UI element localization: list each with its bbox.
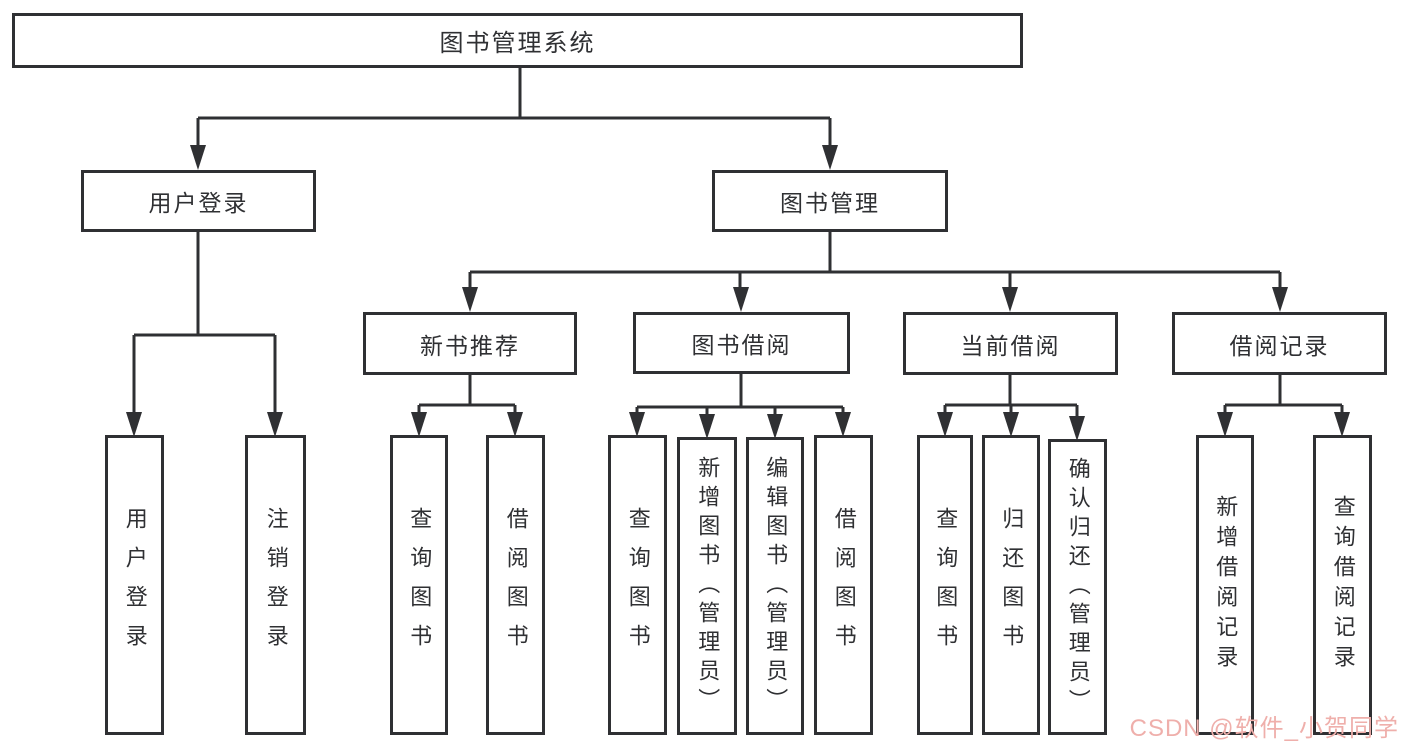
leaf-records-query-record-label: 查询借阅记录 xyxy=(1330,495,1356,675)
csdn-watermark: CSDN @软件_小贺同学 xyxy=(1129,715,1399,742)
leaf-rec-borrow-books-label: 借阅图书 xyxy=(503,507,529,663)
leaf-current-confirm-return-admin-label: 确认归还（管理员） xyxy=(1065,456,1091,718)
leaf-borrow-edit-books-admin: 编辑图书（管理员） xyxy=(746,437,804,735)
leaf-current-query-books: 查询图书 xyxy=(917,435,973,735)
node-library-system-label: 图书管理系统 xyxy=(439,30,596,57)
leaf-rec-borrow-books: 借阅图书 xyxy=(486,435,545,735)
node-book-borrow: 图书借阅 xyxy=(633,312,850,374)
node-user-login: 用户登录 xyxy=(81,170,316,232)
leaf-borrow-edit-books-admin-label: 编辑图书（管理员） xyxy=(763,455,789,717)
node-borrow-records: 借阅记录 xyxy=(1172,312,1387,375)
leaf-logout: 注销登录 xyxy=(245,435,306,735)
leaf-records-query-record: 查询借阅记录 xyxy=(1313,435,1372,735)
leaf-borrow-query-books-label: 查询图书 xyxy=(625,507,651,663)
node-book-management-label: 图书管理 xyxy=(780,190,880,216)
leaf-records-add-record: 新增借阅记录 xyxy=(1196,435,1254,735)
node-new-book-recommend-label: 新书推荐 xyxy=(420,332,520,359)
node-book-management: 图书管理 xyxy=(712,170,948,232)
leaf-borrow-add-books-admin-label: 新增图书（管理员） xyxy=(695,455,721,717)
leaf-rec-query-books: 查询图书 xyxy=(390,435,448,735)
node-borrow-records-label: 借阅记录 xyxy=(1229,332,1330,359)
node-current-borrow-label: 当前借阅 xyxy=(960,332,1061,359)
leaf-borrow-borrow-books-label: 借阅图书 xyxy=(831,507,857,663)
leaf-current-confirm-return-admin: 确认归还（管理员） xyxy=(1048,439,1107,735)
leaf-current-return-books-label: 归还图书 xyxy=(999,507,1025,663)
node-book-borrow-label: 图书借阅 xyxy=(691,332,792,358)
leaf-user-login: 用户登录 xyxy=(105,435,164,735)
leaf-records-add-record-label: 新增借阅记录 xyxy=(1213,495,1239,675)
leaf-logout-label: 注销登录 xyxy=(263,507,289,663)
node-current-borrow: 当前借阅 xyxy=(903,312,1118,375)
leaf-borrow-query-books: 查询图书 xyxy=(608,435,667,735)
node-library-system: 图书管理系统 xyxy=(12,13,1023,68)
leaf-borrow-borrow-books: 借阅图书 xyxy=(814,435,873,735)
leaf-current-return-books: 归还图书 xyxy=(982,435,1040,735)
leaf-user-login-label: 用户登录 xyxy=(122,507,148,663)
node-user-login-label: 用户登录 xyxy=(148,190,249,216)
leaf-current-query-books-label: 查询图书 xyxy=(933,507,959,663)
leaf-borrow-add-books-admin: 新增图书（管理员） xyxy=(677,437,737,735)
leaf-rec-query-books-label: 查询图书 xyxy=(407,507,433,663)
node-new-book-recommend: 新书推荐 xyxy=(363,312,577,375)
